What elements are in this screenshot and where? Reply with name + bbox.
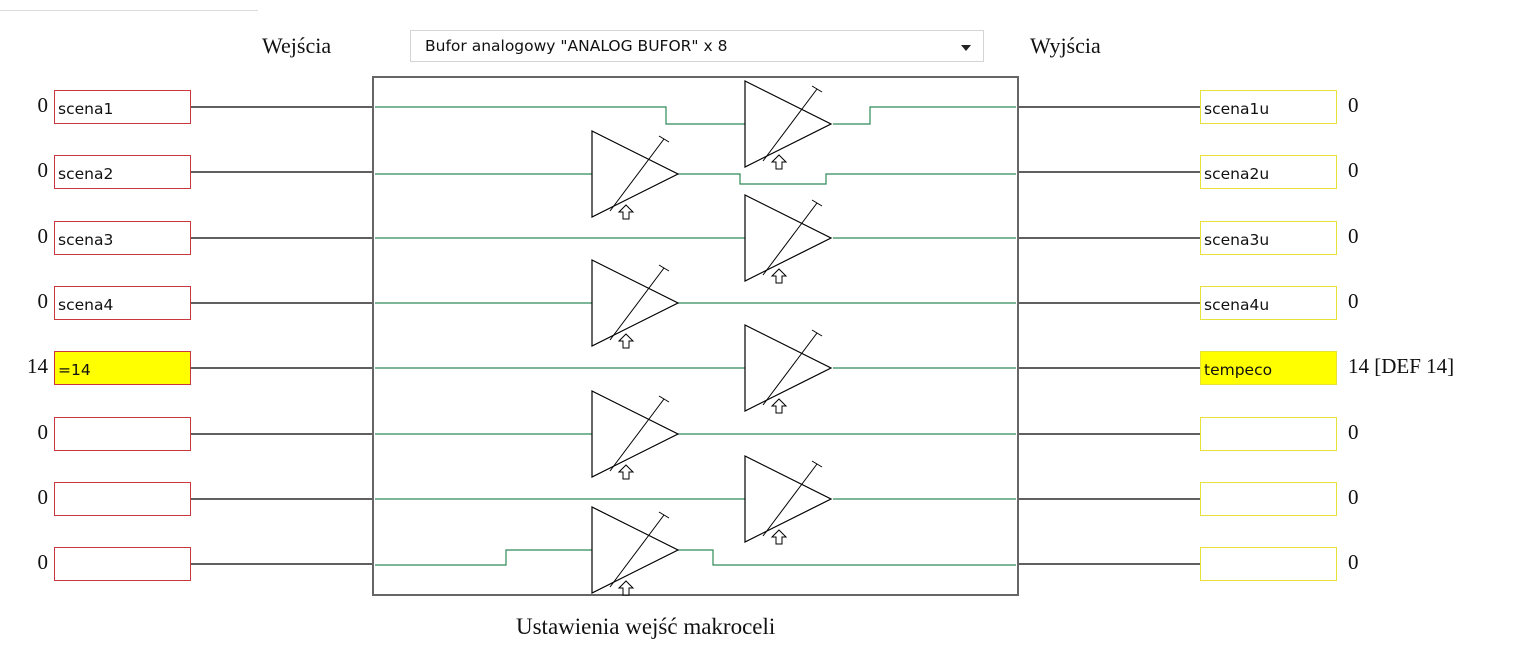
input-value-4: 0 — [37, 289, 49, 313]
input-value-2: 0 — [37, 158, 49, 182]
buffer-4-adjust-line — [609, 267, 665, 341]
buffer-5-up-arrow-icon — [770, 398, 788, 414]
output-field-1[interactable]: scena1u — [1200, 90, 1337, 124]
buffer-8-up-arrow-icon — [617, 580, 635, 596]
output-field-2[interactable]: scena2u — [1200, 155, 1337, 189]
signal-path-8 — [375, 549, 1016, 566]
output-value-4: 0 — [1348, 289, 1359, 313]
output-field-3[interactable]: scena3u — [1200, 221, 1337, 255]
buffer-8-adjust-cap — [658, 511, 670, 519]
input-field-5[interactable]: =14 — [54, 351, 191, 385]
buffer-1-adjust-line — [762, 88, 818, 162]
buffer-6-up-arrow-icon — [617, 464, 635, 480]
buffer-8-adjust-line — [609, 514, 665, 588]
buffer-6-adjust-line — [609, 398, 665, 472]
input-field-6[interactable] — [54, 417, 191, 451]
signal-path-2 — [375, 173, 1016, 185]
buffer-3-triangle-buffer-icon — [744, 194, 833, 282]
buffer-6-adjust-cap — [658, 395, 670, 403]
macro-frame — [372, 76, 1019, 596]
output-field-4[interactable]: scena4u — [1200, 286, 1337, 320]
buffer-5-adjust-line — [762, 332, 818, 406]
input-field-3[interactable]: scena3 — [54, 221, 191, 255]
buffer-3-adjust-line — [762, 202, 818, 276]
output-value-8: 0 — [1348, 550, 1359, 574]
buffer-4-up-arrow-icon — [617, 333, 635, 349]
input-value-1: 0 — [37, 93, 49, 117]
input-value-3: 0 — [37, 224, 49, 248]
buffer-1-adjust-cap — [811, 85, 823, 93]
buffer-7-triangle-buffer-icon — [744, 455, 833, 543]
input-field-4[interactable]: scena4 — [54, 286, 191, 320]
output-value-3: 0 — [1348, 224, 1359, 248]
output-field-5[interactable]: tempeco — [1200, 351, 1337, 385]
input-field-1[interactable]: scena1 — [54, 90, 191, 124]
outputs-header: Wyjścia — [1030, 33, 1101, 58]
buffer-2-adjust-line — [609, 138, 665, 212]
buffer-7-adjust-line — [762, 463, 818, 537]
output-field-7[interactable] — [1200, 482, 1337, 516]
buffer-6-triangle-buffer-icon — [591, 390, 680, 478]
output-value-5: 14 [DEF 14] — [1348, 354, 1455, 378]
buffer-5-triangle-buffer-icon — [744, 324, 833, 412]
input-field-2[interactable]: scena2 — [54, 155, 191, 189]
buffer-3-up-arrow-icon — [770, 268, 788, 284]
input-field-7[interactable] — [54, 482, 191, 516]
input-field-8[interactable] — [54, 547, 191, 581]
input-value-7: 0 — [37, 485, 49, 509]
output-value-7: 0 — [1348, 485, 1359, 509]
buffer-7-adjust-cap — [811, 460, 823, 468]
output-value-6: 0 — [1348, 420, 1359, 444]
macro-type-dropdown[interactable]: Bufor analogowy "ANALOG BUFOR" x 8 — [410, 30, 984, 62]
output-field-8[interactable] — [1200, 547, 1337, 581]
output-value-2: 0 — [1348, 158, 1359, 182]
buffer-7-up-arrow-icon — [770, 529, 788, 545]
buffer-8-triangle-buffer-icon — [591, 506, 680, 594]
buffer-1-triangle-buffer-icon — [744, 80, 833, 168]
buffer-4-triangle-buffer-icon — [591, 259, 680, 347]
output-value-1: 0 — [1348, 93, 1359, 117]
buffer-5-adjust-cap — [811, 329, 823, 337]
buffer-2-adjust-cap — [658, 135, 670, 143]
input-value-8: 0 — [37, 550, 49, 574]
buffer-2-up-arrow-icon — [617, 204, 635, 220]
buffer-2-triangle-buffer-icon — [591, 130, 680, 218]
buffer-1-up-arrow-icon — [770, 154, 788, 170]
output-field-6[interactable] — [1200, 417, 1337, 451]
macro-type-selected: Bufor analogowy "ANALOG BUFOR" x 8 — [425, 37, 728, 55]
input-value-5: 14 — [27, 354, 48, 378]
signal-path-1 — [375, 106, 1016, 125]
buffer-3-adjust-cap — [811, 199, 823, 207]
buffer-4-adjust-cap — [658, 264, 670, 272]
macro-settings-caption: Ustawienia wejść makroceli — [516, 614, 776, 639]
top-divider — [0, 10, 258, 11]
input-value-6: 0 — [37, 420, 49, 444]
chevron-down-icon — [961, 45, 971, 51]
inputs-header: Wejścia — [262, 33, 332, 58]
